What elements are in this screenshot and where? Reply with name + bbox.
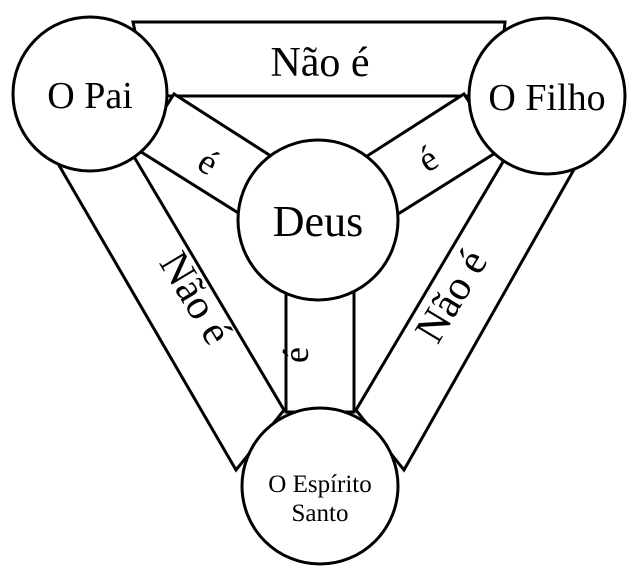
node-son-label: O Filho (488, 77, 605, 119)
edge-spirit-god-label: é (276, 347, 316, 363)
node-god (236, 138, 400, 302)
node-god-label: Deus (273, 197, 363, 246)
node-father (11, 15, 169, 173)
node-son (467, 16, 627, 176)
node-spirit-label-line2: Santo (292, 500, 349, 527)
node-spirit (240, 406, 400, 566)
node-father-label: O Pai (47, 75, 133, 117)
node-spirit-label-line1: O Espírito (268, 471, 371, 498)
edge-father-son-label: Não é (270, 40, 369, 86)
